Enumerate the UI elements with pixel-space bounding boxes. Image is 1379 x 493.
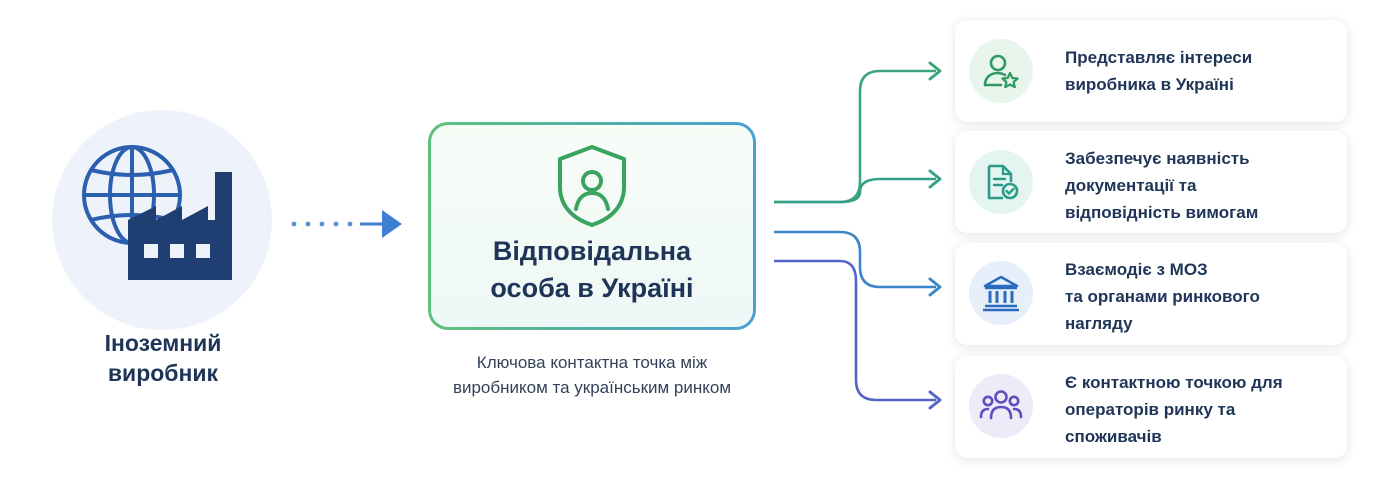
card-4-line2: операторів ринку та: [1065, 400, 1236, 419]
responsible-person-box: Відповідальна особа в Україні: [428, 122, 756, 330]
card-4-line3: споживачів: [1065, 427, 1162, 446]
connector-4: [774, 259, 936, 402]
document-check-icon: [987, 164, 1019, 200]
card-1-line1: Представляє інтереси: [1065, 48, 1253, 67]
user-star-icon: [983, 54, 1019, 89]
card-3-line2: та органами ринкового: [1065, 287, 1260, 306]
card-2-icon-circle: [969, 150, 1033, 214]
card-3-line3: нагляду: [1065, 314, 1133, 333]
responsible-person-subtitle: Ключова контактна точка між виробником т…: [412, 350, 772, 400]
arrowhead-1: [928, 61, 942, 81]
card-ensures-documentation: Забезпечує наявність документації та від…: [955, 131, 1347, 233]
card-2-text: Забезпечує наявність документації та від…: [1065, 145, 1335, 226]
card-1-icon-circle: [969, 39, 1033, 103]
connector-arrows: [774, 61, 942, 410]
dotted-arrow: [291, 210, 402, 238]
connector-2: [774, 177, 936, 204]
connector-1: [774, 69, 936, 204]
connector-3: [774, 230, 936, 289]
card-4-icon-circle: [969, 374, 1033, 438]
subtitle-line2: виробником та українським ринком: [452, 378, 732, 397]
manufacturer-label-line2: виробник: [107, 360, 219, 386]
card-4-text: Є контактною точкою для операторів ринку…: [1065, 369, 1335, 450]
card-3-icon-circle: [969, 261, 1033, 325]
card-2-line1: Забезпечує наявність: [1065, 149, 1250, 168]
arrowhead-2: [928, 169, 942, 189]
arrowhead-3: [928, 277, 942, 297]
card-3-text: Взаємодіє з МОЗ та органами ринкового на…: [1065, 256, 1335, 337]
card-3-line1: Взаємодіє з МОЗ: [1065, 260, 1208, 279]
title-line1: Відповідальна: [492, 236, 692, 266]
card-represents-interests: Представляє інтереси виробника в Україні: [955, 20, 1347, 122]
shield-user-icon: [558, 145, 626, 227]
card-contact-point: Є контактною точкою для операторів ринку…: [955, 356, 1347, 458]
card-2-line2: документації та: [1065, 176, 1197, 195]
arrowhead-4: [928, 390, 942, 410]
factory-globe-icon: [82, 145, 232, 280]
responsible-person-title: Відповідальна особа в Україні: [431, 233, 753, 307]
card-interacts-moz: Взаємодіє з МОЗ та органами ринкового на…: [955, 243, 1347, 345]
subtitle-line1: Ключова контактна точка між: [476, 353, 708, 372]
card-2-line3: відповідність вимогам: [1065, 203, 1259, 222]
people-group-icon: [979, 390, 1023, 420]
manufacturer-circle: [52, 110, 272, 330]
title-line2: особа в Україні: [490, 273, 694, 303]
manufacturer-label: Іноземний виробник: [50, 328, 276, 388]
card-1-text: Представляє інтереси виробника в Україні: [1065, 44, 1335, 98]
bank-building-icon: [983, 275, 1019, 312]
card-1-line2: виробника в Україні: [1065, 75, 1234, 94]
manufacturer-label-line1: Іноземний: [104, 330, 222, 356]
card-4-line1: Є контактною точкою для: [1065, 373, 1283, 392]
